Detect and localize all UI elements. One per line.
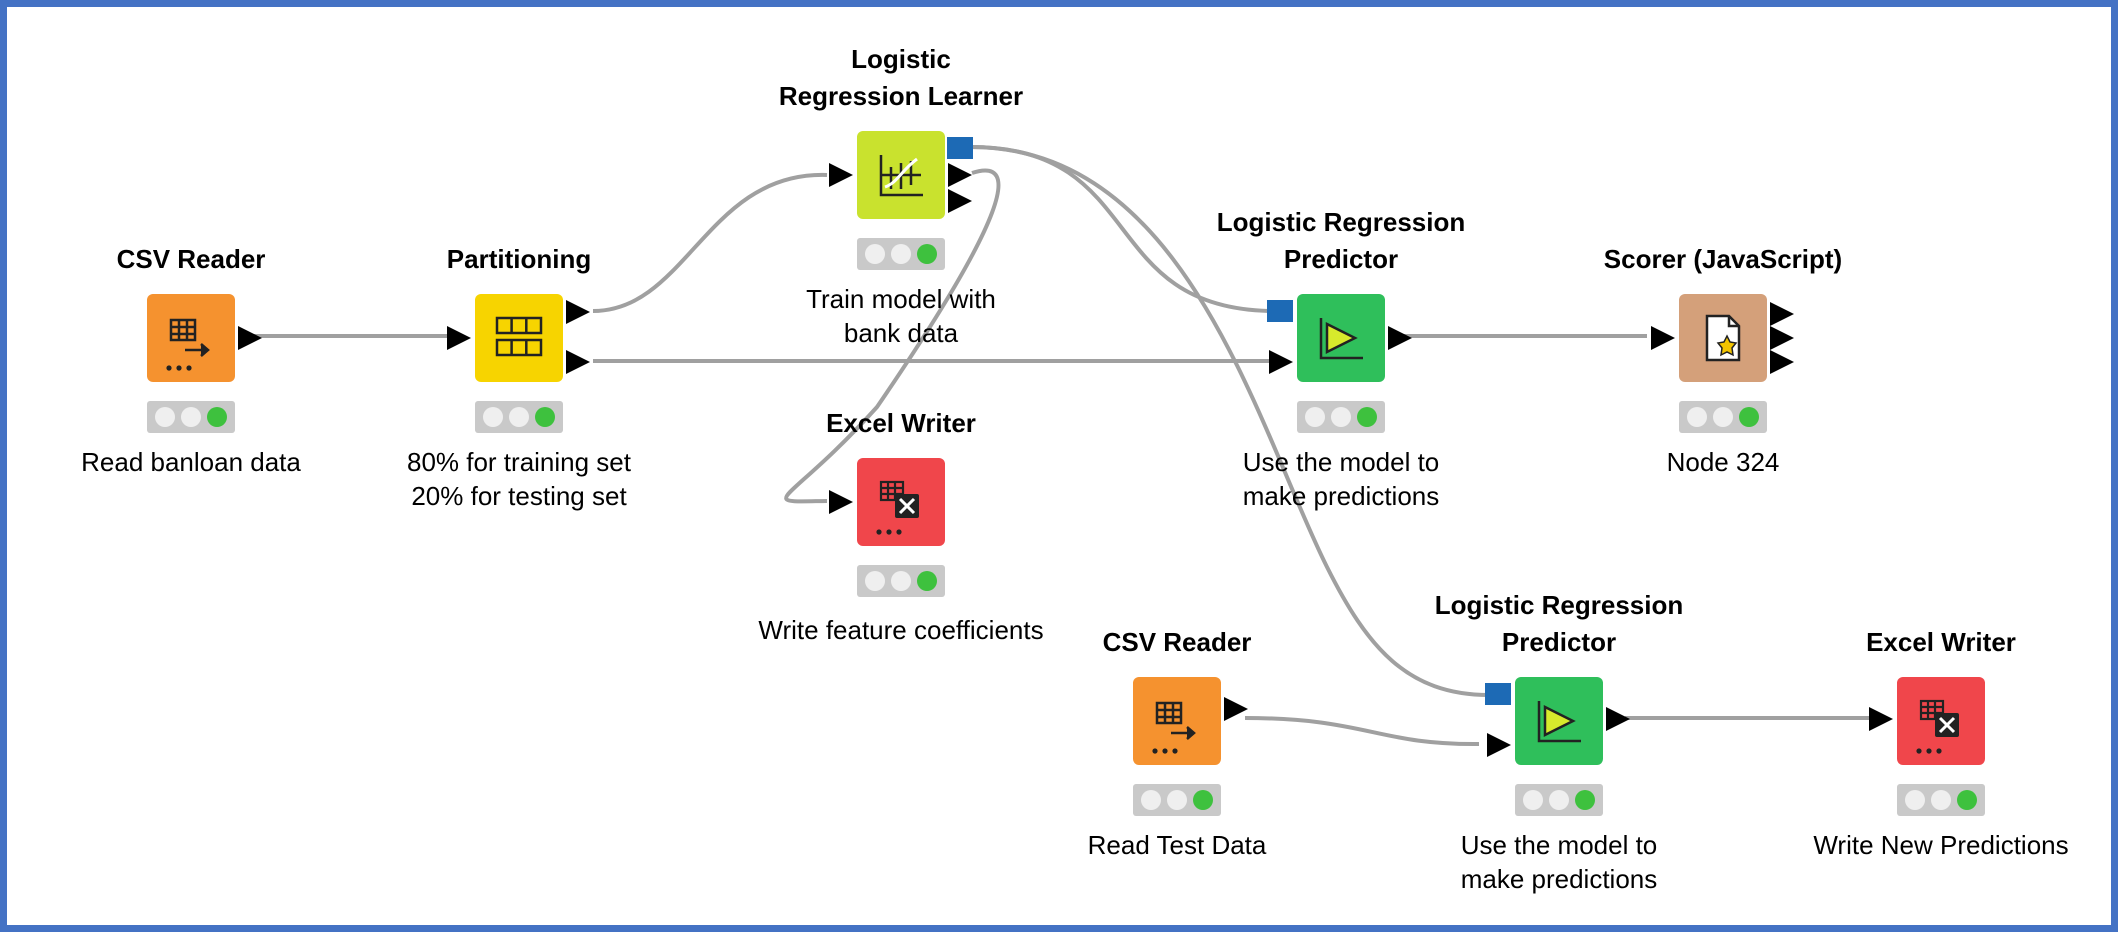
logistic-regression-learner-icon[interactable] xyxy=(857,131,945,219)
output-port-2[interactable] xyxy=(948,189,972,213)
node-description[interactable]: Train model with bank data xyxy=(806,284,996,348)
status-traffic-light xyxy=(857,565,945,597)
scorer-icon[interactable] xyxy=(1679,294,1767,382)
partitioning-icon[interactable] xyxy=(475,294,563,382)
status-traffic-light xyxy=(1297,401,1385,433)
node-description[interactable]: Node 324 xyxy=(1666,447,1780,477)
node-description[interactable]: 80% for training set 20% for testing set xyxy=(406,447,631,511)
node-title: Excel Writer xyxy=(826,408,976,438)
node-description[interactable]: Read banloan data xyxy=(81,447,301,477)
node-title: Scorer (JavaScript) xyxy=(1603,244,1843,274)
input-port[interactable] xyxy=(829,490,853,514)
node-title: Logistic Regression Predictor xyxy=(1434,590,1684,657)
excel-writer-icon[interactable] xyxy=(1897,677,1985,765)
connection-partitioning-to-learner[interactable] xyxy=(592,172,828,313)
status-traffic-light xyxy=(147,401,235,433)
node-title: CSV Reader xyxy=(116,244,266,274)
output-port[interactable] xyxy=(238,326,262,350)
input-port[interactable] xyxy=(1651,326,1675,350)
model-input-port[interactable] xyxy=(1267,300,1293,322)
node-description[interactable]: Write New Predictions xyxy=(1813,830,2069,860)
output-port-1[interactable] xyxy=(948,163,972,187)
output-port[interactable] xyxy=(1224,697,1248,721)
csv-reader-icon[interactable] xyxy=(1133,677,1221,765)
csv-reader-icon[interactable] xyxy=(147,294,235,382)
status-traffic-light xyxy=(475,401,563,433)
node-title: Logistic Regression Predictor xyxy=(1216,207,1466,274)
node-description[interactable]: Use the model to make predictions xyxy=(1242,447,1440,511)
output-port-1[interactable] xyxy=(1770,302,1794,326)
node-title: Logistic Regression Learner xyxy=(778,44,1024,111)
node-description[interactable]: Use the model to make predictions xyxy=(1460,830,1658,894)
data-input-port[interactable] xyxy=(1269,350,1293,374)
model-input-port[interactable] xyxy=(1485,683,1511,705)
connection-csv-reader-2-to-predictor-2[interactable] xyxy=(1244,716,1480,747)
status-traffic-light xyxy=(857,238,945,270)
node-title: Excel Writer xyxy=(1866,627,2016,657)
output-port-2[interactable] xyxy=(1770,326,1794,350)
input-port[interactable] xyxy=(1869,707,1893,731)
node-title: Partitioning xyxy=(446,244,592,274)
data-input-port[interactable] xyxy=(1487,733,1511,757)
logistic-regression-predictor-icon[interactable] xyxy=(1297,294,1385,382)
output-port[interactable] xyxy=(1388,326,1412,350)
connection-learner-to-excel-writer[interactable] xyxy=(784,168,1001,504)
node-description[interactable]: Read Test Data xyxy=(1087,830,1267,860)
connection-learner-model-to-predictor-2[interactable] xyxy=(970,145,1490,697)
excel-writer-icon[interactable] xyxy=(857,458,945,546)
output-port-2[interactable] xyxy=(566,350,590,374)
status-traffic-light xyxy=(1133,784,1221,816)
connections-layer xyxy=(239,145,1873,747)
input-port[interactable] xyxy=(829,163,853,187)
node-description[interactable]: Write feature coefficients xyxy=(758,615,1044,645)
status-traffic-light xyxy=(1515,784,1603,816)
status-traffic-light xyxy=(1897,784,1985,816)
node-title: CSV Reader xyxy=(1102,627,1252,657)
status-traffic-light xyxy=(1679,401,1767,433)
input-port[interactable] xyxy=(447,326,471,350)
output-port-3[interactable] xyxy=(1770,350,1794,374)
output-port-1[interactable] xyxy=(566,300,590,324)
model-output-port[interactable] xyxy=(947,137,973,159)
output-port[interactable] xyxy=(1606,707,1630,731)
logistic-regression-predictor-icon[interactable] xyxy=(1515,677,1603,765)
